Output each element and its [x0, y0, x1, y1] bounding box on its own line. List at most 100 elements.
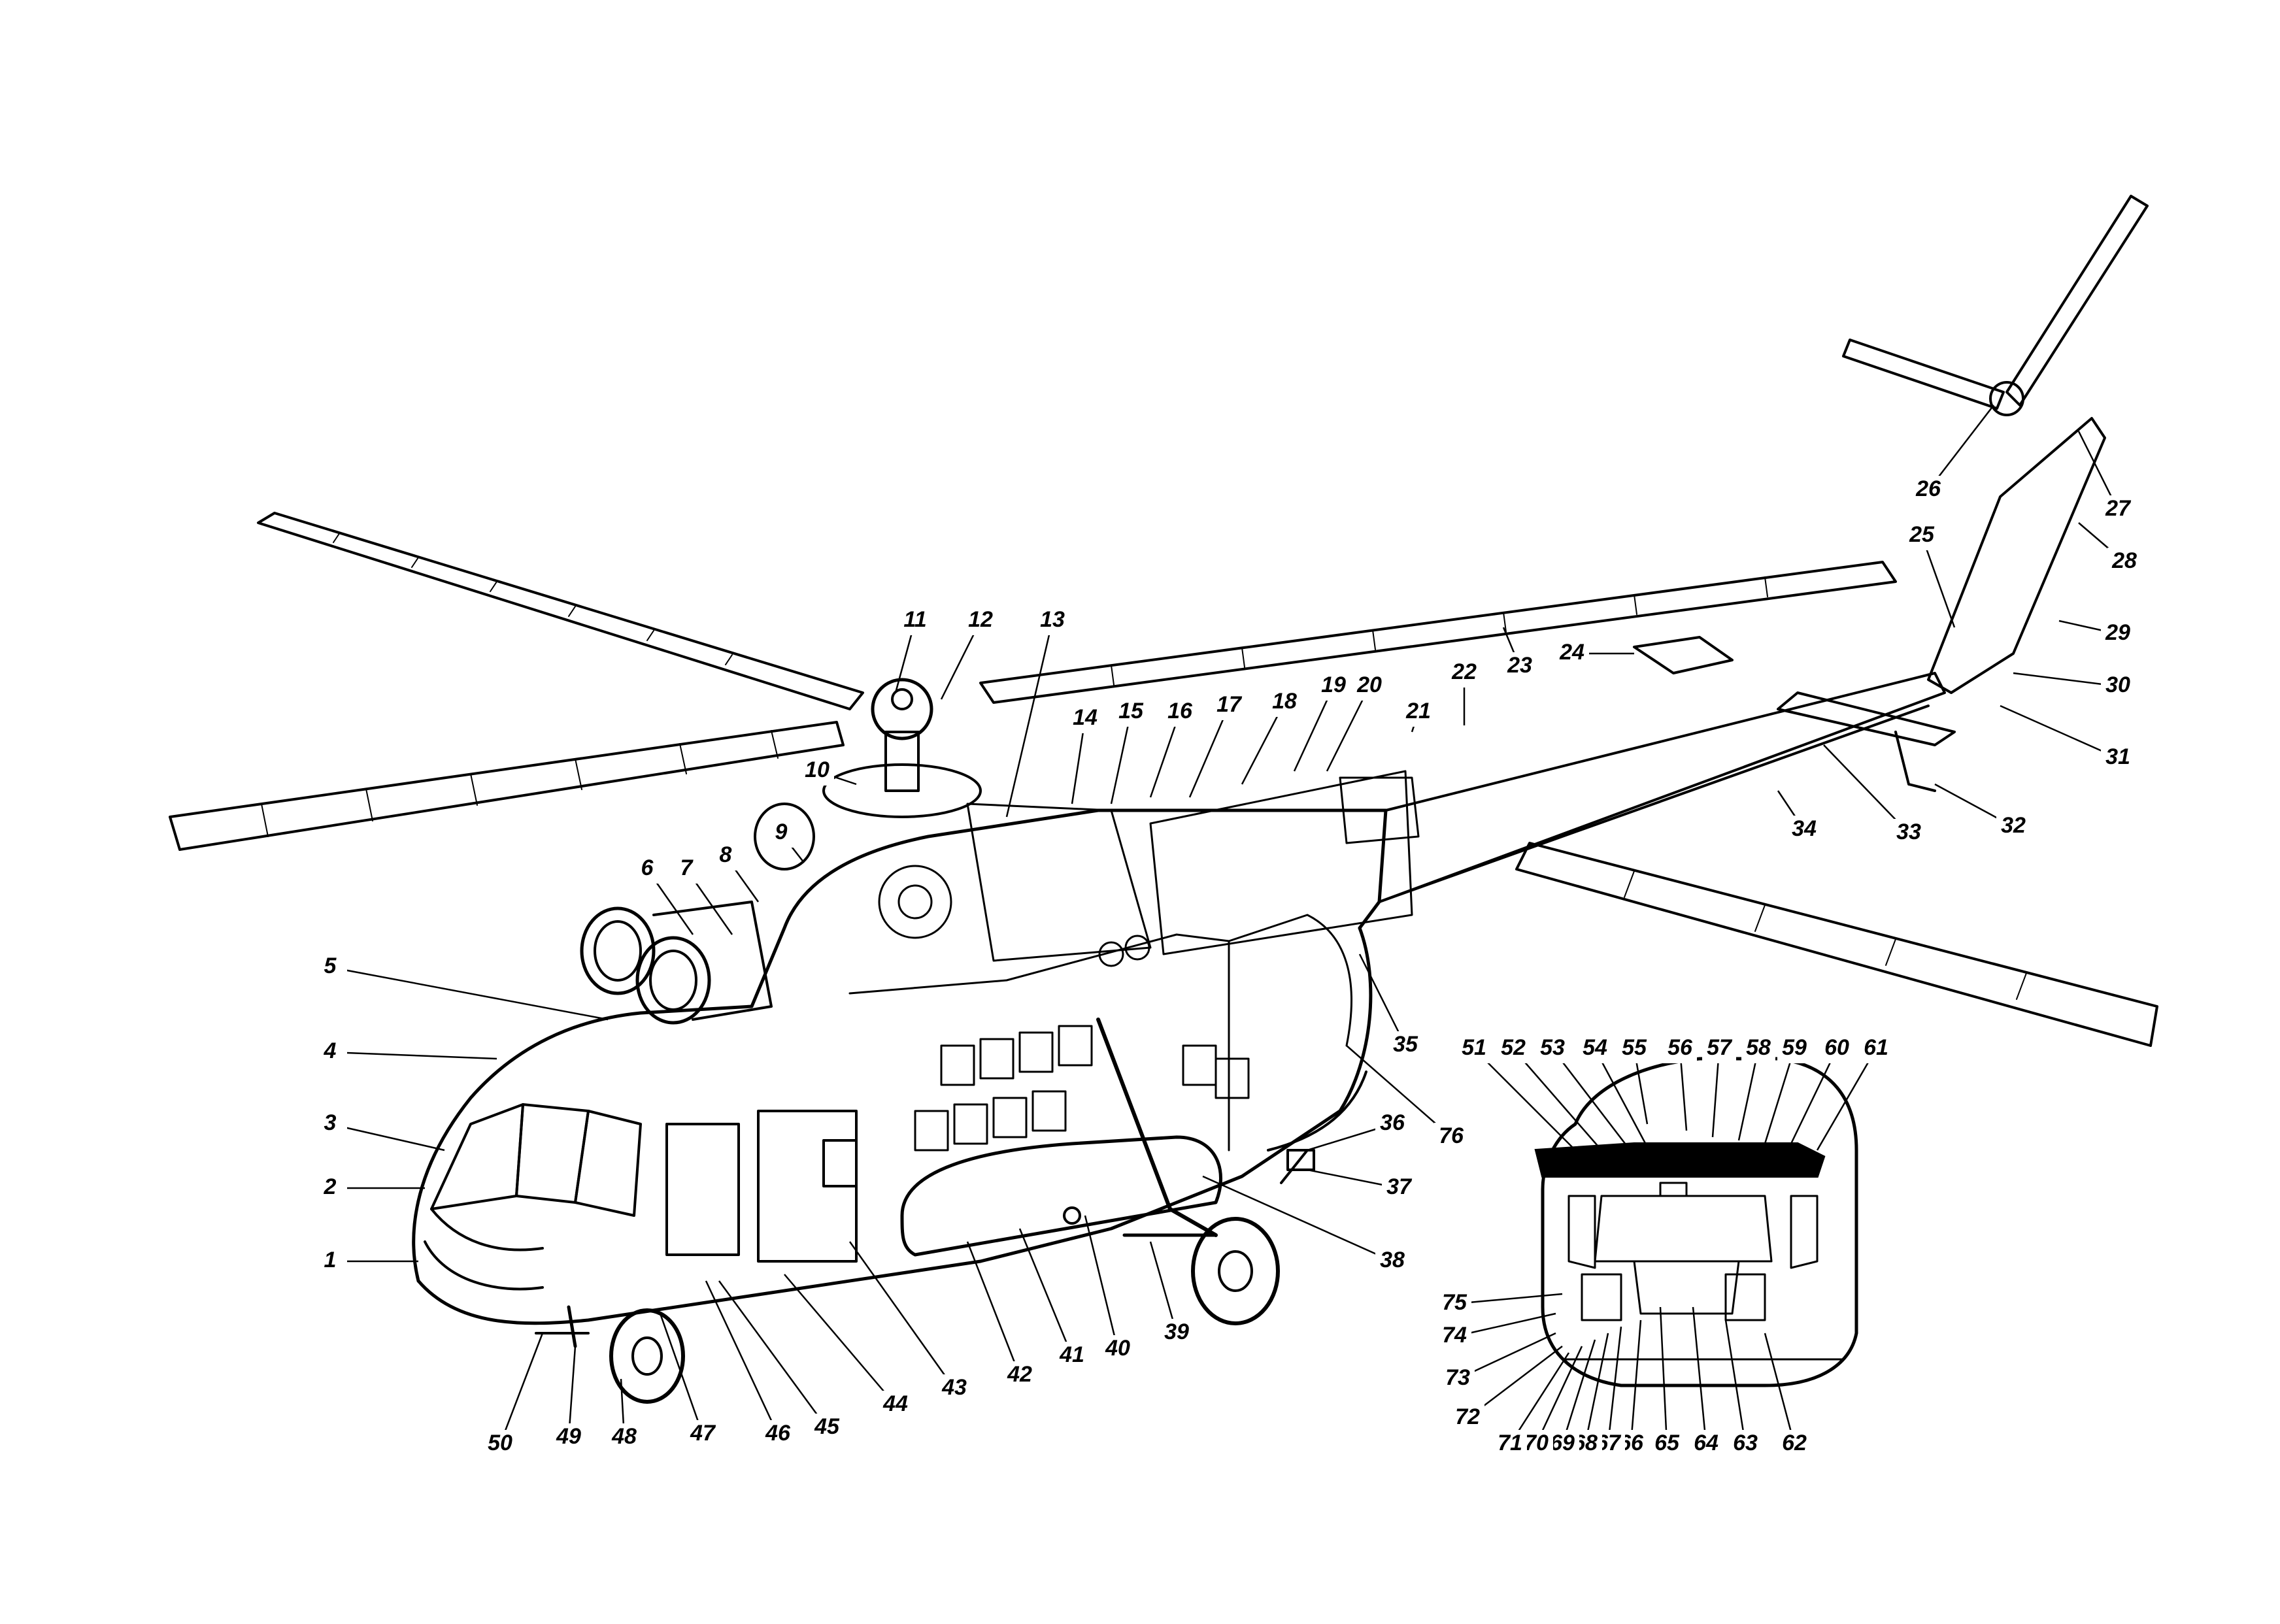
leader-line-51 [1473, 1048, 1576, 1151]
leader-line-5 [329, 966, 609, 1021]
callout-31: 31 [2105, 744, 2130, 769]
leader-line-70 [1535, 1346, 1583, 1445]
callout-bg-4 [313, 1038, 347, 1067]
callout-bg-24 [1555, 639, 1589, 668]
callout-bg-6 [630, 855, 664, 884]
callout-22: 22 [1451, 659, 1477, 684]
callout-bg-73 [1441, 1365, 1475, 1393]
gearbox-cutaway [878, 803, 1152, 967]
callout-27: 27 [2105, 496, 2132, 521]
callout-bg-1 [313, 1247, 347, 1276]
callout-bg-8 [709, 842, 743, 870]
callout-bg-72 [1450, 1404, 1484, 1433]
callout-19: 19 [1321, 672, 1346, 697]
callout-61: 61 [1864, 1035, 1888, 1060]
callout-35: 35 [1393, 1032, 1418, 1057]
leader-line-44 [784, 1274, 896, 1406]
callout-bg-29 [2101, 620, 2135, 648]
callout-bg-26 [1911, 476, 1945, 505]
callout-bg-63 [1728, 1430, 1762, 1459]
cockpit-glazing [424, 1103, 642, 1291]
callout-bg-55 [1617, 1035, 1651, 1063]
leader-line-65 [1659, 1306, 1668, 1445]
leader-line-69 [1561, 1339, 1596, 1445]
rotor-blade-right-upper [979, 561, 1897, 704]
callout-40: 40 [1105, 1336, 1130, 1361]
instrument-panel-top [1534, 1142, 1826, 1178]
callout-bg-58 [1741, 1035, 1775, 1063]
leader-line-61 [1816, 1048, 1877, 1151]
callout-bg-45 [810, 1414, 844, 1442]
tail-fin [1927, 417, 2106, 694]
callout-bg-20 [1352, 672, 1386, 701]
leader-line-58 [1737, 1048, 1760, 1141]
callout-39: 39 [1164, 1319, 1189, 1344]
callout-bg-60 [1820, 1035, 1854, 1063]
tail-skid [1894, 731, 1936, 792]
cabin-window [822, 1139, 858, 1187]
callout-57: 57 [1707, 1035, 1733, 1060]
callout-bg-32 [1996, 812, 2030, 841]
callout-16: 16 [1167, 699, 1193, 723]
leader-line-25 [1920, 535, 1956, 628]
callout-bg-47 [686, 1420, 720, 1449]
callout-bg-10 [800, 757, 834, 786]
callout-bg-31 [2101, 744, 2135, 772]
leader-line-60 [1790, 1048, 1838, 1144]
callout-bg-52 [1496, 1035, 1530, 1063]
leader-line-75 [1454, 1293, 1563, 1305]
tail-boom [1378, 195, 2149, 903]
callout-7: 7 [680, 855, 694, 880]
callout-bg-65 [1650, 1430, 1684, 1459]
leader-line-76 [1346, 1045, 1452, 1138]
callout-bg-62 [1777, 1430, 1811, 1459]
leader-line-64 [1692, 1306, 1707, 1445]
callout-bg-46 [761, 1420, 795, 1449]
callout-bg-35 [1388, 1031, 1422, 1060]
callout-bg-16 [1163, 698, 1197, 727]
tail-rotor [1842, 195, 2149, 416]
callout-bg-18 [1267, 688, 1301, 717]
callout-76: 76 [1439, 1123, 1464, 1148]
callout-47: 47 [690, 1421, 716, 1446]
callout-28: 28 [2111, 548, 2137, 573]
callout-bg-23 [1503, 652, 1537, 681]
fuselage [412, 678, 1420, 1404]
callout-14: 14 [1073, 705, 1098, 730]
callout-11: 11 [903, 607, 926, 632]
callout-bg-7 [669, 855, 703, 884]
callout-63: 63 [1733, 1431, 1758, 1455]
external-fuel-tank [900, 1135, 1222, 1257]
tail-compartment [1267, 1070, 1367, 1184]
leader-line-45 [718, 1280, 828, 1429]
callout-bg-76 [1434, 1123, 1468, 1152]
callout-bg-51 [1457, 1035, 1491, 1063]
leader-line-67 [1607, 1326, 1622, 1445]
callout-bg-54 [1578, 1035, 1612, 1063]
callout-bg-19 [1316, 672, 1350, 701]
callout-64: 64 [1694, 1431, 1718, 1455]
callout-1: 1 [324, 1248, 337, 1272]
callout-2: 2 [324, 1174, 337, 1199]
leader-line-52 [1513, 1048, 1602, 1151]
callout-12: 12 [968, 607, 993, 632]
callout-bg-44 [879, 1391, 913, 1419]
callout-33: 33 [1896, 820, 1921, 844]
callout-75: 75 [1442, 1290, 1467, 1315]
callout-55: 55 [1622, 1035, 1647, 1060]
leader-line-15 [1110, 712, 1132, 804]
leader-line-3 [329, 1123, 445, 1152]
leader-line-42 [966, 1241, 1021, 1376]
callout-58: 58 [1746, 1035, 1771, 1060]
callout-bg-28 [2107, 548, 2141, 576]
leader-line-50 [499, 1333, 544, 1445]
callout-49: 49 [556, 1424, 581, 1449]
callout-bg-17 [1212, 691, 1246, 720]
callout-18: 18 [1272, 689, 1297, 714]
callout-bg-2 [313, 1174, 347, 1202]
cabin-interior [848, 914, 1352, 1152]
callout-24: 24 [1559, 640, 1584, 665]
